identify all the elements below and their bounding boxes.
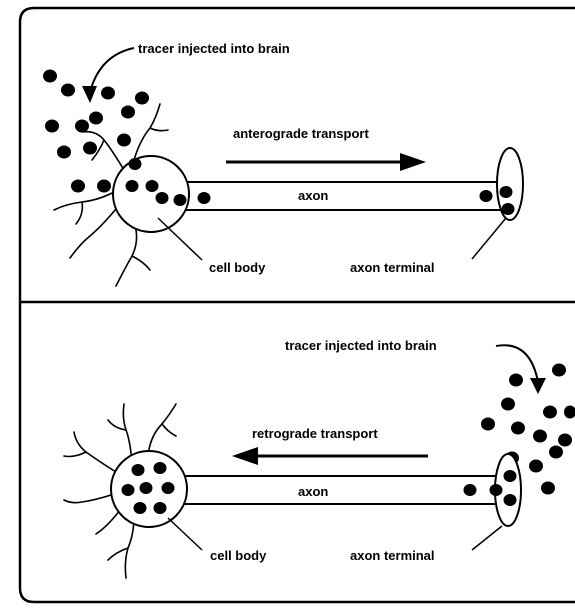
panel-anterograde: tracer injected into brain (43, 41, 523, 286)
axon-terminal-leader (472, 526, 502, 550)
axon (182, 476, 505, 504)
cell-body-leader (168, 518, 202, 550)
axon (181, 182, 505, 210)
cell-body (113, 156, 189, 232)
tracer-pointer-arrowhead (82, 86, 97, 103)
tracer-pointer-arrowhead (530, 378, 546, 394)
transport-arrowhead (232, 447, 258, 465)
transport-label: anterograde transport (233, 126, 369, 141)
tracer-pointer-arrow (90, 48, 134, 92)
tracer-label: tracer injected into brain (138, 41, 290, 56)
axon-label: axon (298, 484, 328, 499)
axon-label: axon (298, 188, 328, 203)
axon-terminal-leader (472, 218, 506, 259)
tracer-label: tracer injected into brain (285, 338, 437, 353)
tracer-particles (481, 364, 575, 495)
cell-body-label: cell body (209, 260, 266, 275)
panel-retrograde: tracer injected into brain (64, 338, 575, 578)
axon-terminal-label: axon terminal (350, 548, 435, 563)
cell-body-leader (158, 218, 202, 260)
transport-label: retrograde transport (252, 426, 378, 441)
cell-body-label: cell body (210, 548, 267, 563)
axon-terminal-label: axon terminal (350, 260, 435, 275)
transport-arrowhead (400, 153, 426, 171)
